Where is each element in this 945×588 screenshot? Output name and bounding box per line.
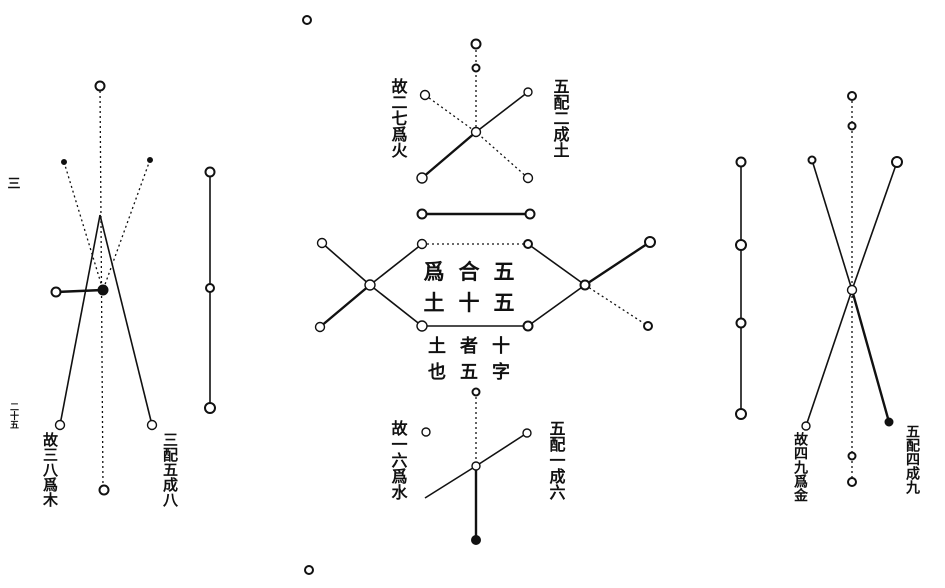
- hex-right-lower: [527, 284, 586, 327]
- scan-mark-top: [302, 15, 312, 25]
- right-line-node-2: [735, 239, 747, 251]
- hex-right-arm-a: [584, 240, 651, 287]
- right-panel-metal: 故四九爲金 五配四成九: [735, 91, 921, 502]
- left-line-node-top: [204, 166, 216, 178]
- right-node-ul: [807, 155, 817, 165]
- hex-right-arm-b: [584, 284, 649, 327]
- hex-node-left: [364, 279, 376, 291]
- left-line-node-mid: [205, 283, 215, 293]
- center-top-node-right: [523, 87, 533, 97]
- left-bottom-left-caption: 故三八爲木: [41, 431, 59, 508]
- center-top-dotted-d: [475, 131, 529, 179]
- left-diagonal-a: [59, 214, 101, 426]
- right-node-top-1: [847, 91, 857, 101]
- center-top-node-2: [471, 63, 481, 73]
- left-dotted-diagonal-b: [102, 159, 151, 291]
- center-top-node-br: [522, 172, 534, 184]
- right-node-bottom-1: [847, 451, 857, 461]
- left-node-mid: [50, 286, 62, 298]
- hex-left-lower: [369, 284, 423, 327]
- right-diagonal-lower-a: [805, 289, 853, 427]
- center-ten-bar-node-left: [416, 208, 428, 220]
- center-panel: 爲合五 土十五 土者十 也五字 故二七爲火 五配二成土 故一六爲水 五配一成六: [302, 15, 656, 575]
- hex-node-far-left-top: [316, 237, 328, 249]
- center-bottom-node-center: [471, 461, 481, 471]
- left-dotted-diagonal-a: [63, 161, 104, 291]
- center-top-node-1: [470, 38, 482, 50]
- hex-left-upper: [369, 243, 423, 286]
- right-diagonal-lower-b: [850, 289, 891, 423]
- right-line-node-3: [735, 317, 747, 329]
- center-bottom-node-top: [471, 387, 481, 397]
- left-edge-mark-top: 三: [7, 177, 20, 192]
- left-bottom-right-caption: 三配五成八: [161, 432, 179, 508]
- right-diagonal-upper-b: [851, 161, 898, 291]
- hex-left-arm-a: [321, 242, 371, 286]
- center-text-row-4: 也五字: [428, 361, 524, 383]
- center-top-node-left: [419, 89, 431, 101]
- hex-node-far-right-top: [644, 236, 656, 248]
- center-bottom-node-bottom: [471, 535, 481, 545]
- hex-node-br: [522, 320, 534, 332]
- right-node-bottom-2: [847, 477, 857, 487]
- center-bottom-right-caption: 五配一成六: [547, 420, 566, 501]
- center-top-left-caption: 故二七爲火: [389, 77, 408, 158]
- center-text-row-2: 土十五: [424, 290, 529, 315]
- left-line-node-bottom: [204, 402, 216, 414]
- right-node-ll: [801, 421, 811, 431]
- right-node-center: [846, 284, 858, 296]
- right-line-node-1: [735, 156, 747, 168]
- hex-node-far-left-bottom: [314, 321, 326, 333]
- center-top-node-center: [470, 126, 482, 138]
- center-bottom-diagonal-b: [424, 465, 477, 499]
- right-line-node-4: [735, 408, 747, 420]
- hex-node-bl: [416, 320, 428, 332]
- hex-node-tr: [523, 239, 533, 249]
- left-horizontal-stub: [55, 288, 104, 294]
- left-node-bottom: [98, 484, 110, 496]
- left-node-small-a: [61, 159, 67, 165]
- center-bottom-left-caption: 故一六爲水: [389, 419, 408, 501]
- hex-left-arm-b: [319, 284, 371, 328]
- left-node-top: [94, 80, 106, 92]
- right-node-ur: [891, 156, 903, 168]
- hex-node-tl: [416, 238, 428, 250]
- right-bottom-left-caption: 故四九爲金: [792, 431, 809, 502]
- right-bottom-right-caption: 五配四成九: [904, 424, 921, 495]
- center-ten-bar-node-right: [524, 208, 536, 220]
- center-bottom-diagonal-a: [475, 432, 528, 467]
- hex-node-far-right-bottom: [643, 321, 653, 331]
- hex-right-upper: [527, 243, 586, 286]
- center-bottom-node-tr: [522, 428, 532, 438]
- right-node-top-2: [847, 121, 857, 131]
- scan-mark-bottom: [304, 565, 314, 575]
- left-node-center: [97, 284, 109, 296]
- center-top-right-caption: 五配二成土: [551, 78, 570, 158]
- center-bottom-node-tl: [421, 427, 431, 437]
- center-text-row-3: 土者十: [428, 335, 524, 357]
- center-top-dotted-a: [424, 94, 477, 133]
- left-panel-wood: 三 二十五 故三八爲木 三配五成八: [7, 80, 216, 508]
- left-edge-mark-bottom: 二十五: [8, 402, 19, 429]
- right-diagonal-upper-a: [811, 159, 853, 291]
- center-top-node-bl: [416, 172, 428, 184]
- center-top-diagonal-c: [421, 131, 477, 179]
- left-node-small-b: [147, 157, 153, 163]
- left-node-bottom-b: [146, 419, 158, 431]
- left-vertical-axis: [99, 85, 104, 491]
- hex-node-right: [579, 279, 591, 291]
- center-top-diagonal-b: [475, 91, 529, 133]
- center-text-row-1: 爲合五: [424, 259, 529, 284]
- left-node-bottom-a: [54, 419, 66, 431]
- left-diagonal-b: [99, 214, 153, 426]
- right-node-lr: [884, 417, 894, 427]
